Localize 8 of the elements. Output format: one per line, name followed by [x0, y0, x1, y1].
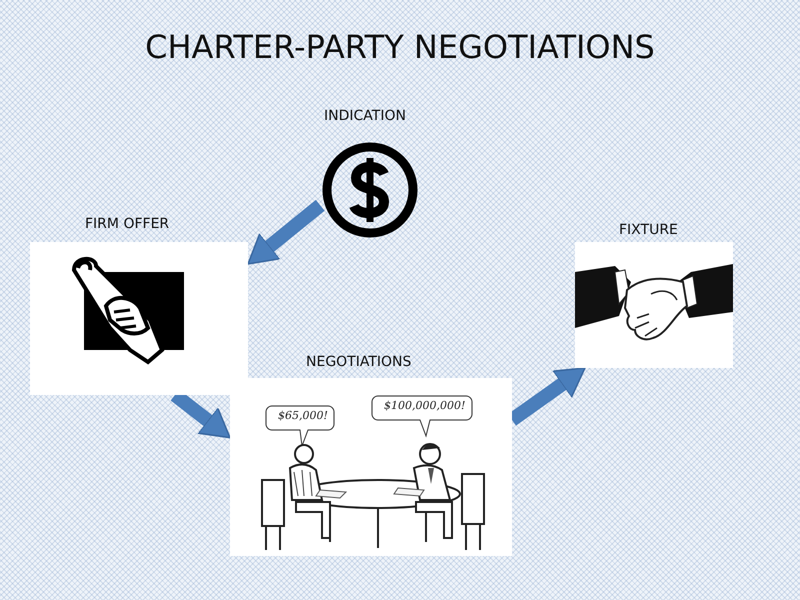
node-heading: FIXTURE: [619, 222, 678, 238]
title: CHARTER-PARTY NEGOTIATIONS: [144, 28, 656, 66]
block-arrow: [247, 200, 325, 265]
node-heading: NEGOTIATIONS: [306, 354, 412, 370]
speech-bubble-text: $65,000!: [276, 409, 330, 422]
node-heading: FIRM OFFER: [85, 216, 170, 232]
speech-bubble-text: $100,000,000!: [382, 399, 468, 412]
node-heading: INDICATION: [324, 108, 406, 124]
